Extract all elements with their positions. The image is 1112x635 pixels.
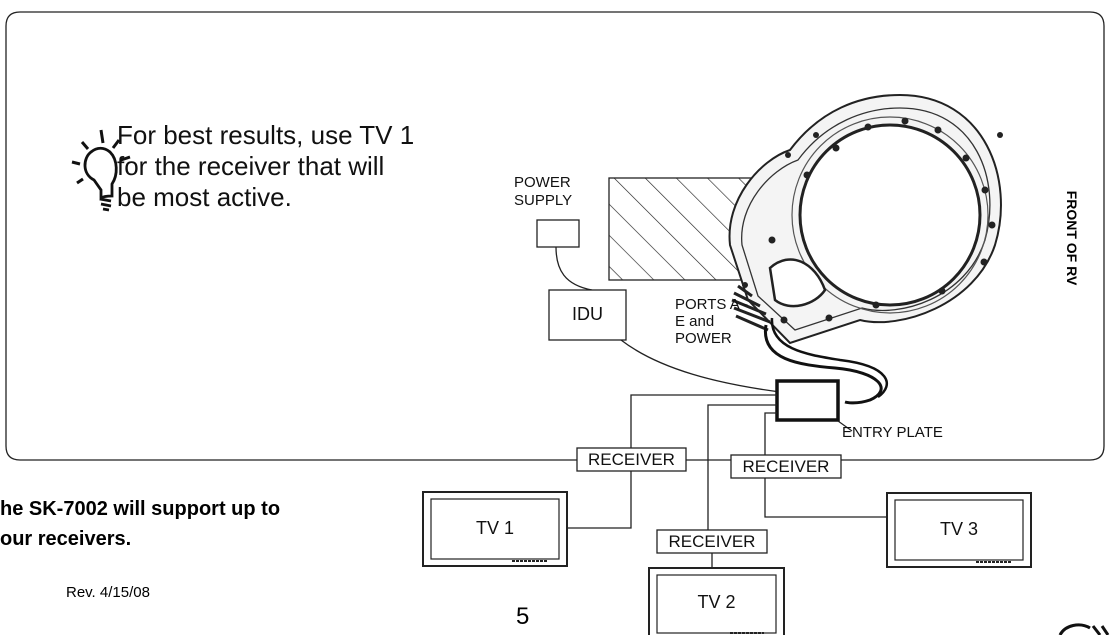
support-note-line-1: he SK-7002 will support up to	[0, 498, 281, 520]
idu-box	[548, 289, 627, 341]
lightbulb-icon	[71, 129, 131, 212]
tv-2	[648, 567, 785, 635]
support-note: he SK-7002 will support up to our receiv…	[0, 494, 280, 554]
receiver-box-3	[730, 454, 842, 479]
support-note-line-2: our receivers.	[0, 528, 132, 550]
revision-label: Rev. 4/15/08	[66, 584, 150, 601]
entry-plate-label: ENTRY PLATE	[842, 424, 943, 441]
diagram-panel	[5, 11, 1105, 461]
power-supply-box	[536, 219, 580, 248]
power-cable	[555, 246, 593, 291]
power-supply-label: POWER SUPPLY	[514, 174, 573, 209]
antenna-dome	[728, 93, 1003, 345]
tv-1	[422, 491, 568, 567]
tv-3	[886, 492, 1032, 568]
tv-1-label: TV 1	[475, 518, 514, 538]
receiver-label-2: RECEIVER	[668, 532, 756, 551]
tv-2-label: TV 2	[697, 592, 736, 612]
page-number: 5	[516, 603, 530, 630]
front-of-rv-label: FRONT OF RV	[1064, 190, 1080, 286]
entry-plate-box	[775, 379, 840, 422]
receiver-label-3: RECEIVER	[742, 457, 830, 476]
tip-text: For best results, use TV 1 for the recei…	[117, 120, 415, 212]
idu-cable	[620, 339, 781, 393]
ports-label: PORTS A - E and POWER	[675, 296, 749, 347]
idu-label: IDU	[572, 304, 603, 324]
logo-fragment-icon	[1058, 623, 1110, 635]
receiver-label-1: RECEIVER	[588, 450, 675, 469]
tv-3-label: TV 3	[939, 519, 978, 539]
